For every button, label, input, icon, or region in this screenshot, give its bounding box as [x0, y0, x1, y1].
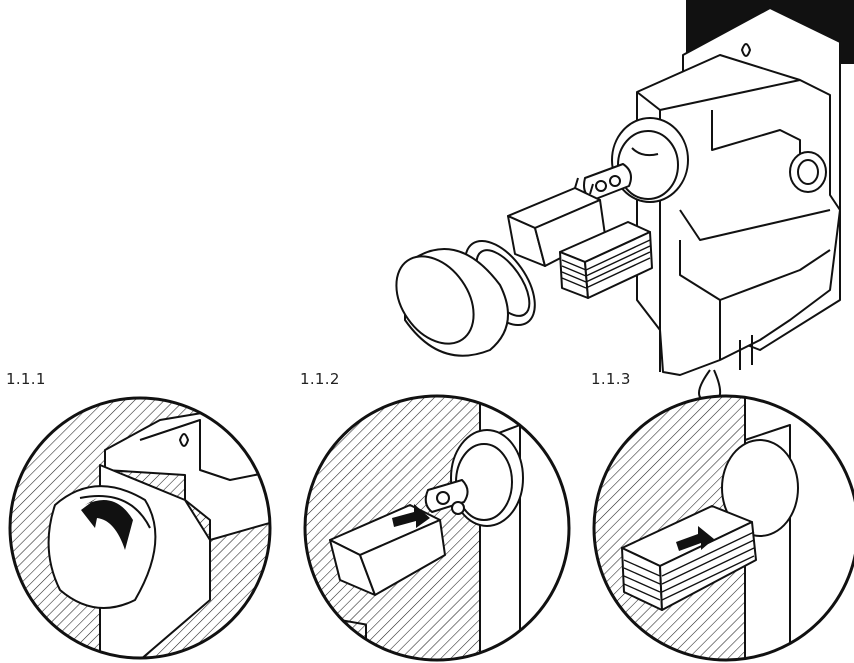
push-arrow-icon [676, 526, 714, 551]
detail-circle-3 [592, 394, 854, 662]
step-label-1: 1.1.1 [6, 370, 46, 388]
detail-circle-2 [303, 394, 571, 662]
coil [559, 221, 653, 299]
exploded-view [395, 0, 854, 403]
right-knob [789, 151, 827, 193]
contact-clip [583, 163, 632, 201]
push-arrow-icon [392, 504, 430, 528]
curved-arrow-icon [81, 498, 133, 550]
step-label-3: 1.1.3 [591, 370, 631, 388]
cap [395, 248, 509, 357]
step-label-2: 1.1.2 [300, 370, 340, 388]
detail-circle-1 [8, 396, 272, 660]
capacitor [507, 177, 606, 267]
